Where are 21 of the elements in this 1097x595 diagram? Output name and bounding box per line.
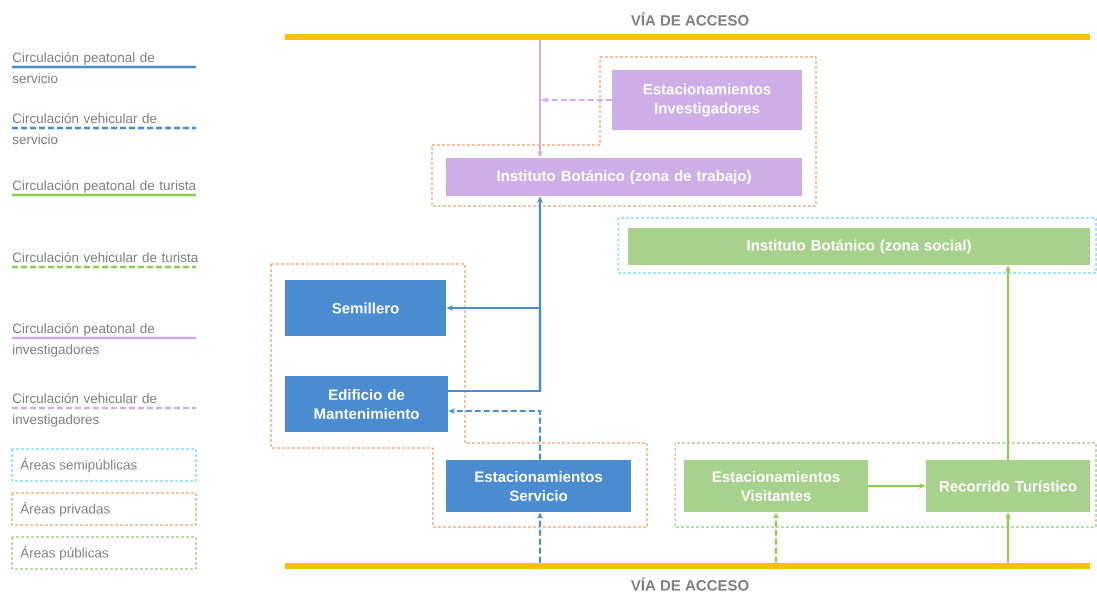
legend-item: Circulación vehicular de servicio [12, 113, 196, 145]
road: VÍA DE ACCESO [285, 563, 1090, 591]
legend-item: Circulación peatonal de turista [12, 180, 196, 197]
process-box: Estacionamientos Visitantes [684, 460, 868, 512]
process-box: Instituto Botánico (zona de trabajo) [446, 158, 802, 196]
road: VÍA DE ACCESO [285, 12, 1090, 40]
node-label: VÍA DE ACCESO [630, 577, 749, 591]
legend-item: Circulación vehicular de turista [12, 252, 199, 269]
process-box: Estacionamientos Investigadores [612, 70, 802, 130]
node-label: VÍA DE ACCESO [630, 12, 749, 26]
legend-item: Circulación peatonal de servicio [12, 52, 196, 84]
process-box: Recorrido Turístico [926, 460, 1090, 512]
legend-item: Áreas públicas [11, 536, 197, 570]
process-box: Edificio de Mantenimiento [285, 376, 448, 432]
process-box: Instituto Botánico (zona social) [628, 228, 1090, 265]
process-box: Estacionamientos Servicio [446, 460, 631, 512]
legend-item: Áreas privadas [11, 492, 197, 526]
legend-item: Áreas semipúblicas [11, 448, 197, 482]
process-box: Semillero [285, 280, 446, 336]
legend-item: Circulación vehicular de investigadores [12, 393, 196, 427]
legend-item: Circulación peatonal de investigadores [12, 323, 196, 357]
